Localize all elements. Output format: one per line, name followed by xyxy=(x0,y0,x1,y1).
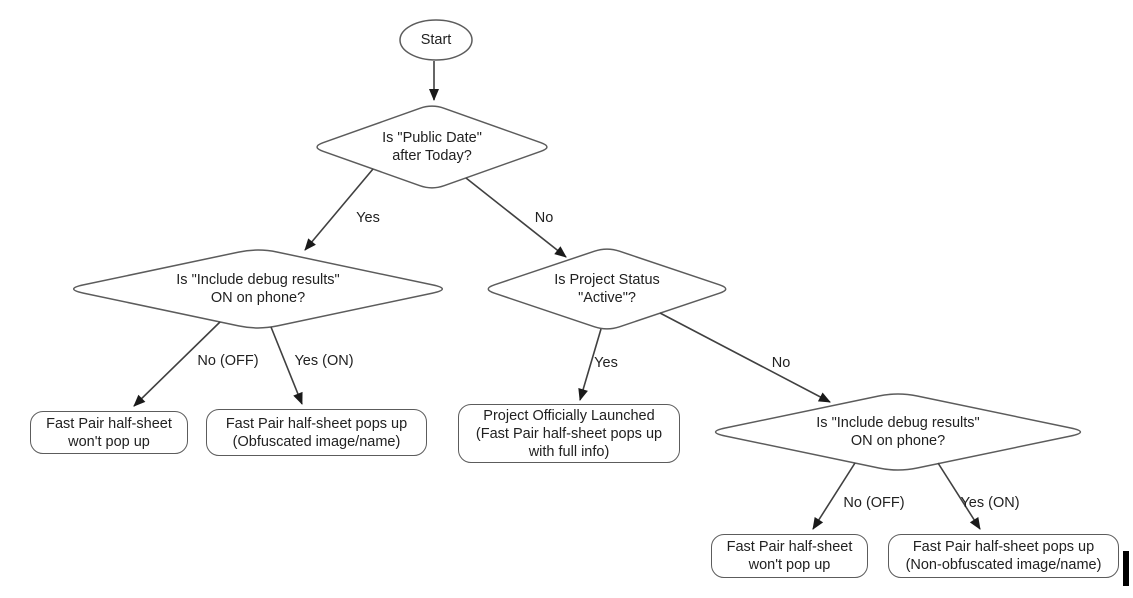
connector-debug-right-no xyxy=(812,462,856,530)
result-no-popup-right-label: Fast Pair half-sheet won't pop up xyxy=(726,539,853,573)
connector-debug-left-no xyxy=(133,321,221,407)
edge-label-debug-right-yes: Yes (ON) xyxy=(960,495,1020,511)
connector-debug-right-yes xyxy=(937,462,981,530)
result-no-popup-left-box: Fast Pair half-sheet won't pop up xyxy=(30,411,188,454)
connector-project-status-no xyxy=(659,312,831,403)
result-no-popup-right-box: Fast Pair half-sheet won't pop up xyxy=(711,534,868,578)
result-launched-box: Project Officially Launched (Fast Pair h… xyxy=(458,404,680,463)
decision-project-status-shape xyxy=(487,248,727,330)
edge-label-debug-left-no: No (OFF) xyxy=(197,353,259,369)
result-obfuscated-label: Fast Pair half-sheet pops up (Obfuscated… xyxy=(225,415,408,450)
edge-label-public-date-yes: Yes xyxy=(356,210,380,226)
connector-debug-left-yes xyxy=(270,326,303,405)
edge-label-project-status-no: No xyxy=(771,355,791,371)
decision-debug-right-shape xyxy=(714,393,1082,471)
decision-debug-left-shape xyxy=(72,249,444,329)
edge-label-debug-left-yes: Yes (ON) xyxy=(294,353,354,369)
connector-public-date-yes xyxy=(304,168,374,251)
result-launched-label: Project Officially Launched (Fast Pair h… xyxy=(475,407,663,460)
edge-label-project-status-yes: Yes xyxy=(594,355,618,371)
result-obfuscated-box: Fast Pair half-sheet pops up (Obfuscated… xyxy=(206,409,427,456)
edge-label-public-date-no: No xyxy=(534,210,554,226)
start-node-shape xyxy=(399,19,473,61)
result-non-obfuscated-box: Fast Pair half-sheet pops up (Non-obfusc… xyxy=(888,534,1119,578)
text-caret[interactable] xyxy=(1123,551,1129,586)
connector-public-date-no xyxy=(465,177,567,258)
edge-label-debug-right-no: No (OFF) xyxy=(843,495,905,511)
result-non-obfuscated-label: Fast Pair half-sheet pops up (Non-obfusc… xyxy=(905,539,1102,573)
connector-project-status-yes xyxy=(578,328,602,401)
decision-public-date-shape xyxy=(316,105,548,189)
result-no-popup-left-label: Fast Pair half-sheet won't pop up xyxy=(46,415,172,450)
